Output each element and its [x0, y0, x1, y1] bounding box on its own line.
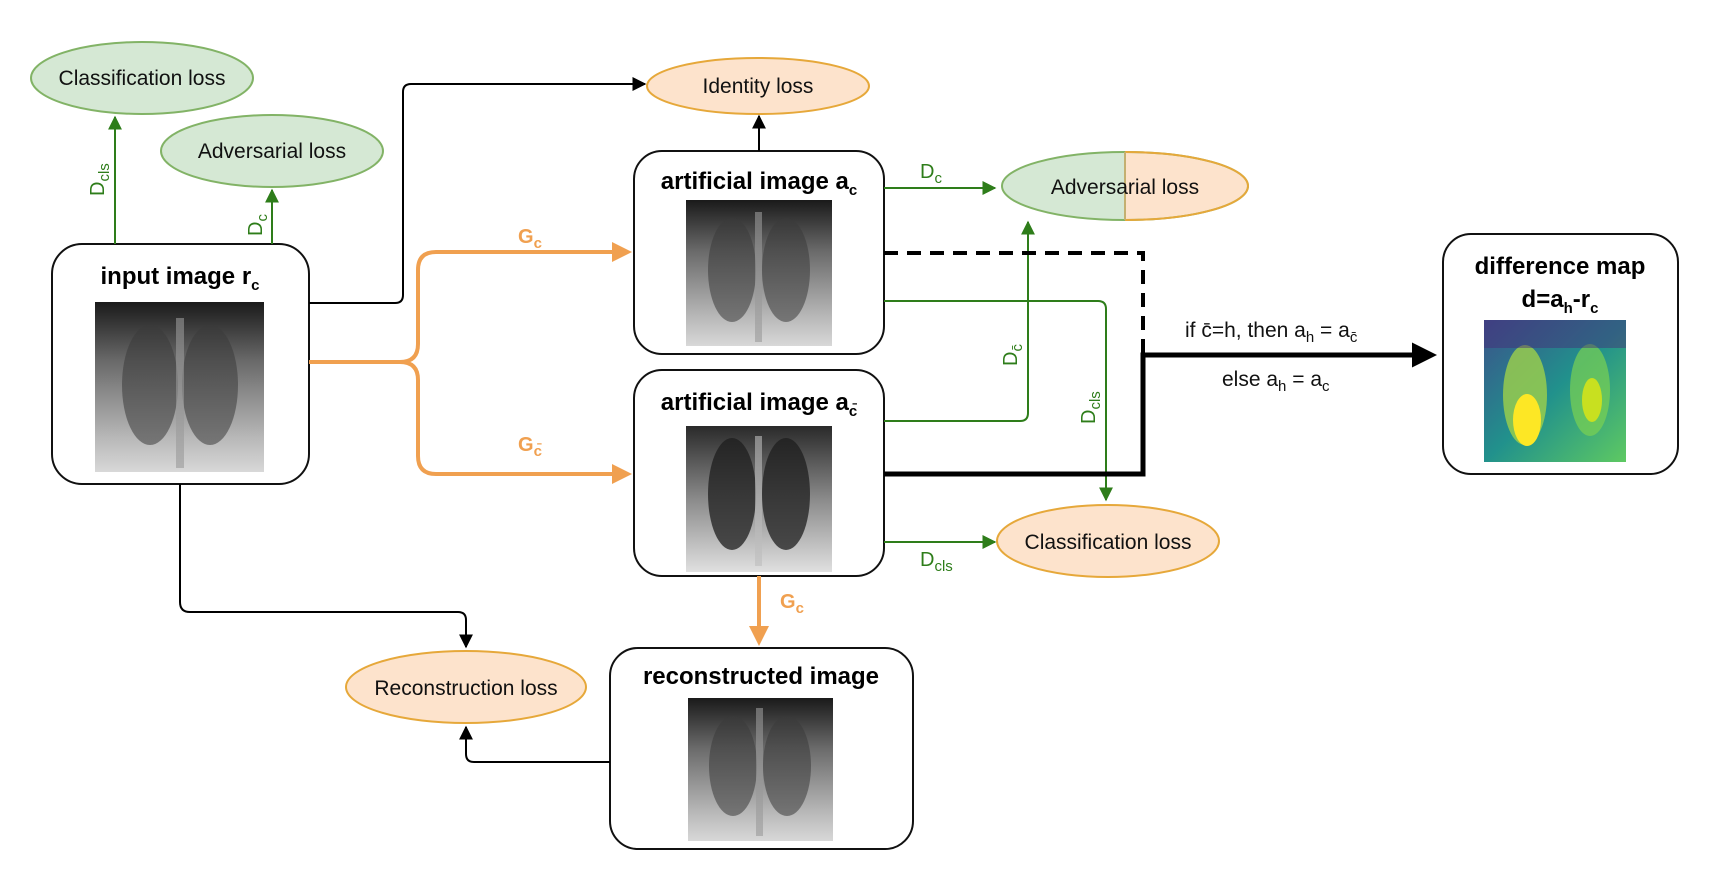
xray-image: [95, 302, 264, 472]
label-G-c-top: Gc: [518, 226, 542, 252]
node-artificial-image-c: artificial image ac: [633, 150, 885, 355]
xray-image: [686, 426, 832, 572]
loss-adversarial-right-label: Adversarial loss: [1051, 176, 1199, 199]
node-difference-map-formula: d=ah-rc: [1522, 286, 1599, 317]
xray-image: [686, 200, 832, 346]
arrow-input-to-identity: [309, 77, 647, 304]
condition-line2: else ah = ac: [1222, 368, 1330, 395]
arrow-artc-to-cls-right: [884, 300, 1113, 502]
node-input-image: input image rc: [51, 243, 310, 485]
node-difference-map: difference map d=ah-rc: [1442, 233, 1679, 475]
label-D-cls-top: Dcls: [87, 163, 113, 196]
arrow-artcbar-to-diffmap: [884, 342, 1437, 477]
arrow-input-to-artc: [309, 242, 632, 364]
node-difference-map-title: difference map: [1475, 253, 1646, 280]
loss-adversarial-left: Adversarial loss: [160, 114, 384, 188]
condition-line1: if c̄=h, then ah = ac̄: [1185, 319, 1358, 346]
heatmap-image: [1484, 320, 1626, 462]
label-D-c-right: Dc: [920, 161, 942, 187]
label-D-c-left: Dc: [245, 214, 271, 236]
loss-identity: Identity loss: [646, 57, 870, 115]
arrow-input-to-artcbar: [309, 360, 632, 484]
label-G-cbar: Gc̄: [518, 434, 542, 460]
label-D-cls-right: Dcls: [920, 549, 953, 575]
arrow-reconstructed-to-loss: [459, 725, 610, 763]
label-D-cbar-vertical: Dc̄: [1000, 344, 1026, 366]
node-artificial-image-cbar: artificial image ac̄: [633, 369, 885, 577]
arrow-artc-to-diffmap-dashed: [884, 251, 1145, 355]
arrow-artcbar-to-adv-right: [884, 220, 1035, 422]
label-G-c-bottom: Gc: [780, 591, 804, 617]
loss-adversarial-left-label: Adversarial loss: [198, 140, 346, 163]
loss-classification-right-label: Classification loss: [1025, 531, 1192, 554]
node-reconstructed-image-title: reconstructed image: [643, 663, 879, 690]
xray-image: [688, 698, 833, 841]
loss-reconstruction: Reconstruction loss: [345, 650, 587, 724]
node-reconstructed-image: reconstructed image: [609, 647, 914, 850]
loss-adversarial-right: Adversarial loss: [1001, 151, 1249, 221]
loss-classification-right: Classification loss: [996, 504, 1220, 578]
node-artificial-image-c-title: artificial image ac: [661, 168, 857, 199]
loss-classification-top-label: Classification loss: [59, 67, 226, 90]
node-artificial-image-cbar-title: artificial image ac̄: [661, 389, 858, 420]
loss-classification-top: Classification loss: [30, 41, 254, 115]
label-D-cls-vertical: Dcls: [1078, 391, 1104, 424]
loss-reconstruction-label: Reconstruction loss: [374, 677, 557, 700]
loss-identity-label: Identity loss: [703, 75, 814, 98]
arrow-input-to-reconstruction: [179, 484, 473, 649]
node-input-image-title: input image rc: [100, 263, 259, 294]
